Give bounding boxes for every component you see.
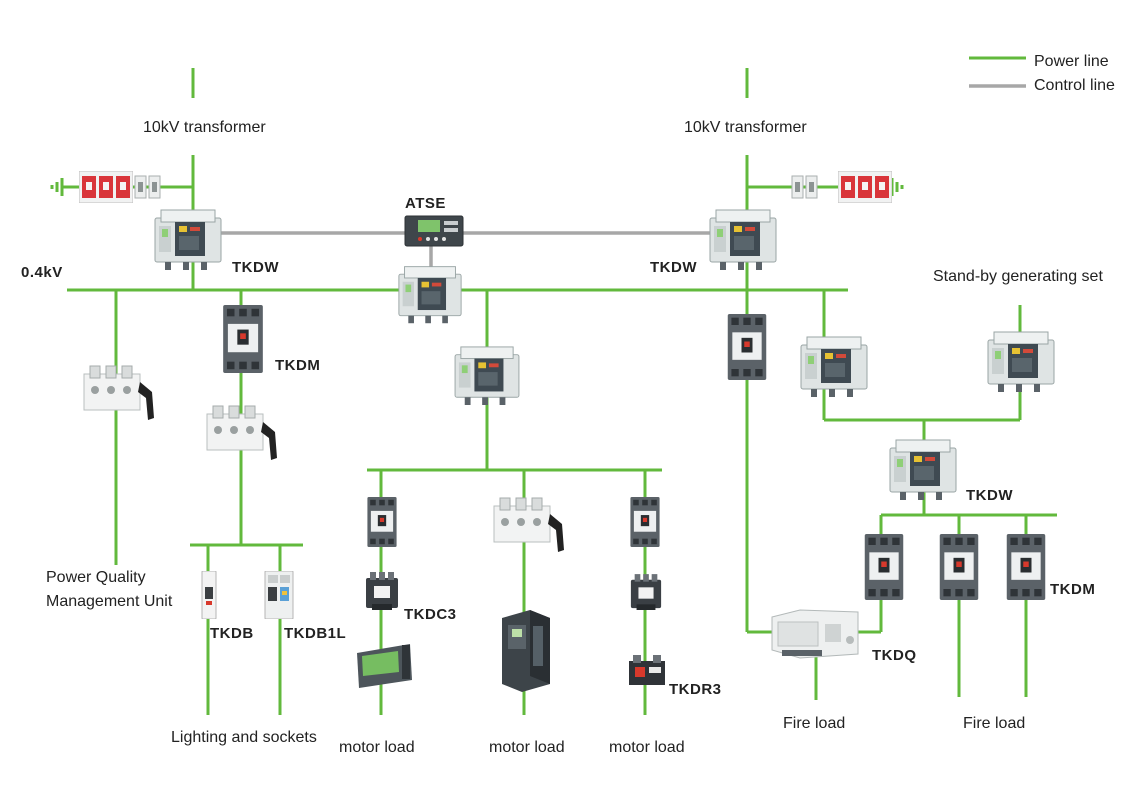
contactor-motor-3 bbox=[630, 574, 662, 610]
mccb-tkdm-right-2 bbox=[939, 534, 979, 600]
tkdm-right-label: TKDM bbox=[1050, 581, 1095, 598]
tkdc3-label: TKDC3 bbox=[404, 606, 457, 623]
motor-load-2-label: motor load bbox=[489, 739, 565, 756]
transformer-left-label: 10kV transformer bbox=[143, 119, 266, 136]
motor-load-1-label: motor load bbox=[339, 739, 415, 756]
acb-generator-left bbox=[800, 336, 868, 397]
acb-generator-right bbox=[987, 331, 1055, 392]
acb-tkdw-bottom bbox=[889, 439, 957, 500]
motor-protector-module bbox=[357, 644, 412, 688]
labels: 10kV transformer 10kV transformer ATSE 0… bbox=[21, 119, 1103, 756]
mccb-tkdm-left bbox=[223, 305, 263, 373]
acb-centre bbox=[454, 346, 520, 405]
mccb-tkdm-right-3 bbox=[1006, 534, 1046, 600]
surge-protector-left bbox=[79, 171, 133, 203]
mccb-fire-feed bbox=[727, 314, 767, 380]
pqmu-label-line2: Management Unit bbox=[46, 593, 173, 610]
rcbo-tkdb1l bbox=[264, 571, 294, 619]
acb-bus-tie bbox=[398, 266, 462, 324]
isolation-switch-motor-2 bbox=[493, 497, 565, 553]
tkdr3-label: TKDR3 bbox=[669, 681, 722, 698]
devices bbox=[79, 171, 1055, 692]
thermal-relay-tkdr3 bbox=[629, 655, 665, 685]
tkdq-label: TKDQ bbox=[872, 647, 917, 664]
tkdb-label: TKDB bbox=[210, 625, 254, 642]
tkdb1l-label: TKDB1L bbox=[284, 625, 346, 642]
standby-generator-label: Stand-by generating set bbox=[933, 268, 1103, 285]
mcb-tkdb bbox=[201, 571, 217, 619]
pqmu-label-line1: Power Quality bbox=[46, 569, 146, 586]
acb-tkdw-left bbox=[154, 209, 222, 270]
fire-load-1-label: Fire load bbox=[783, 715, 845, 732]
tkdw-right-label: TKDW bbox=[650, 259, 697, 276]
surge-protector-right bbox=[838, 171, 892, 203]
legend: Power line Control line bbox=[969, 53, 1115, 94]
atse-label: ATSE bbox=[405, 195, 446, 212]
transfer-switch-tkdq bbox=[771, 609, 859, 659]
isolation-switch-pqmu bbox=[83, 365, 155, 421]
mccb-motor-3 bbox=[630, 497, 660, 547]
fire-load-2-label: Fire load bbox=[963, 715, 1025, 732]
contactor-tkdc3 bbox=[366, 572, 398, 610]
control-lines bbox=[219, 231, 710, 270]
mccb-motor-1 bbox=[367, 497, 397, 547]
lighting-label: Lighting and sockets bbox=[171, 729, 317, 746]
legend-control-label: Control line bbox=[1034, 77, 1115, 94]
atse-controller bbox=[404, 215, 464, 247]
tkdw-bottom-label: TKDW bbox=[966, 487, 1013, 504]
mccb-tkdm-right-1 bbox=[864, 534, 904, 600]
motor-load-3-label: motor load bbox=[609, 739, 685, 756]
transformer-right-label: 10kV transformer bbox=[684, 119, 807, 136]
tkdw-left-label: TKDW bbox=[232, 259, 279, 276]
legend-power-label: Power line bbox=[1034, 53, 1109, 70]
acb-tkdw-right bbox=[709, 209, 777, 270]
tkdm-left-label: TKDM bbox=[275, 357, 320, 374]
frequency-inverter bbox=[502, 610, 550, 692]
voltage-label: 0.4kV bbox=[21, 264, 63, 281]
